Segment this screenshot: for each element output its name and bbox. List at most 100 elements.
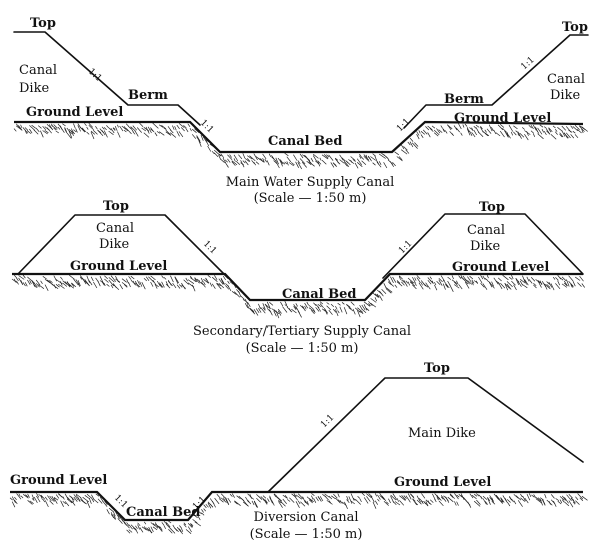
soil-hatch-stroke [308,499,313,504]
soil-hatch-stroke [363,304,368,311]
soil-hatch-stroke [363,155,370,162]
soil-hatch-stroke [337,302,341,306]
soil-hatch-stroke [68,274,75,280]
soil-hatch-stroke [357,310,361,318]
soil-hatch-stroke [444,130,448,134]
soil-hatch-stroke [203,504,207,509]
soil-hatch-stroke [526,276,530,282]
soil-hatch-stroke [418,282,424,290]
soil-hatch-stroke [64,493,69,501]
soil-hatch-stroke [33,496,38,503]
soil-hatch-stroke [189,275,193,279]
soil-hatch-stroke [339,500,343,504]
soil-hatch-stroke [282,161,286,165]
soil-hatch-stroke [416,275,421,280]
soil-hatch-stroke [90,130,96,135]
soil-hatch-stroke [563,132,569,139]
soil-hatch-stroke [436,496,439,501]
soil-hatch-stroke [33,284,37,289]
soil-hatch-stroke [502,274,509,281]
soil-hatch-stroke [218,155,222,160]
soil-hatch-stroke [491,127,494,131]
soil-hatch-stroke [128,126,132,130]
soil-hatch-stroke [178,123,185,128]
soil-hatch-stroke [312,155,318,162]
soil-hatch-stroke [506,132,511,139]
soil-hatch-stroke [60,500,64,507]
soil-hatch-stroke [418,498,424,503]
soil-hatch-stroke [473,500,481,507]
soil-hatch-stroke [113,511,116,517]
soil-hatch-stroke [363,301,371,307]
soil-hatch-stroke [495,494,500,500]
soil-hatch-stroke [541,129,545,133]
soil-hatch-stroke [434,284,438,291]
soil-hatch-stroke [359,155,362,159]
soil-hatch-stroke [62,282,68,287]
soil-hatch-stroke [407,141,411,146]
soil-hatch-stroke [29,128,33,134]
soil-hatch-stroke [293,306,297,311]
soil-hatch-stroke [392,276,397,283]
soil-hatch-stroke [544,283,548,290]
soil-hatch-stroke [145,276,150,281]
soil-hatch-stroke [456,501,459,506]
soil-hatch-stroke [152,122,159,129]
soil-hatch-stroke [526,493,531,501]
soil-hatch-stroke [396,498,399,502]
soil-hatch-stroke [227,497,232,503]
soil-hatch-stroke [326,302,330,305]
diagram-diversion-canal: Top Main Dike Ground Level Ground Level … [9,361,588,542]
soil-hatch-stroke [150,522,156,527]
soil-hatch-stroke [66,281,72,287]
soil-hatch-stroke [366,496,371,502]
soil-hatch-stroke [550,283,555,291]
soil-hatch-stroke [359,310,364,314]
soil-hatch-stroke [119,284,123,290]
soil-hatch-stroke [524,134,529,141]
soil-hatch-stroke [447,280,451,286]
soil-hatch-stroke [480,125,483,130]
soil-hatch-stroke [513,500,517,505]
soil-hatch-stroke [47,495,52,502]
soil-hatch-stroke [53,497,58,504]
soil-hatch-stroke [25,494,29,498]
soil-hatch-stroke [511,274,514,280]
soil-hatch-stroke [97,129,104,136]
soil-hatch-stroke [42,125,47,131]
soil-hatch-stroke [366,493,372,498]
soil-hatch-stroke [119,516,124,522]
label-dike-left-2: Dike [19,81,49,96]
soil-hatch-stroke [86,501,91,508]
soil-hatch-stroke [191,134,197,139]
soil-hatch-stroke [350,500,355,505]
soil-hatch-stroke [522,284,528,289]
soil-hatch-stroke [64,501,70,507]
soil-hatch-stroke [319,303,324,309]
soil-hatch-stroke [517,281,522,287]
soil-hatch-stroke [18,493,21,497]
soil-hatch-stroke [222,157,226,163]
soil-hatch-stroke [427,125,433,131]
soil-hatch-stroke [249,496,255,500]
soil-hatch-stroke [574,134,579,139]
soil-hatch-stroke [554,131,558,135]
soil-hatch-stroke [295,161,300,168]
label-canal-bed: Canal Bed [268,134,342,149]
soil-hatch-stroke [363,497,369,504]
soil-hatch-stroke [553,500,557,507]
soil-hatch-stroke [86,131,90,135]
soil-hatch-stroke [359,498,362,503]
soil-hatch-stroke [203,508,206,512]
soil-hatch-stroke [304,305,307,310]
soil-hatch-stroke [218,278,224,285]
soil-hatch-stroke [464,281,470,289]
soil-hatch-stroke [297,500,301,505]
soil-hatch-stroke [335,309,339,317]
soil-hatch-stroke [255,161,260,165]
soil-hatch-stroke [498,498,503,504]
soil-hatch-stroke [220,159,225,163]
soil-hatch-stroke [412,276,416,284]
soil-hatch-stroke [471,132,476,138]
soil-hatch-stroke [489,497,495,503]
